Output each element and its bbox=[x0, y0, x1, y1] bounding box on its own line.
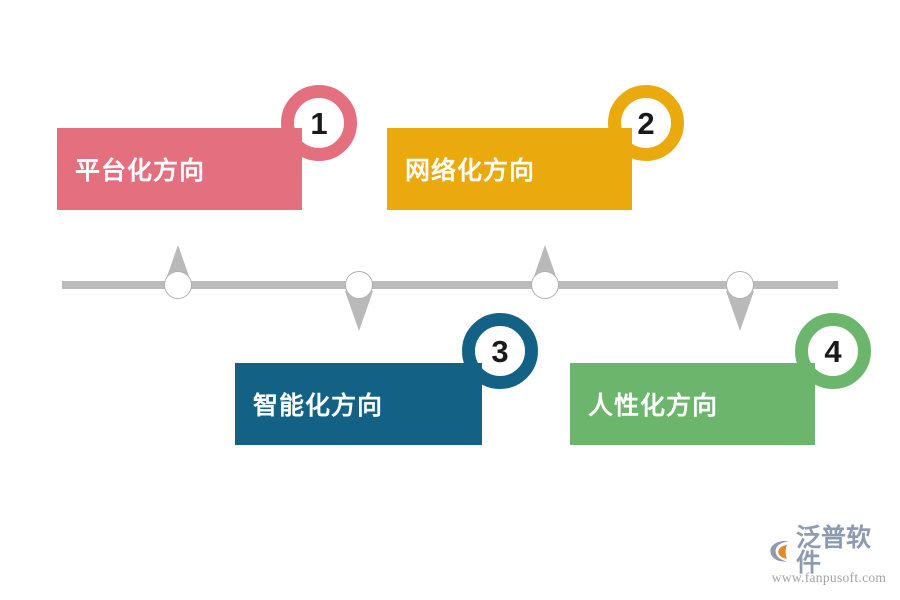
step-4-box[interactable]: 人性化方向 bbox=[570, 363, 815, 445]
brand-row: 泛普软件 bbox=[766, 526, 892, 576]
brand-url: www.fanpusoft.com bbox=[771, 570, 887, 585]
timeline-axis-line bbox=[62, 281, 838, 289]
timeline-node-3[interactable] bbox=[531, 271, 559, 299]
step-1-label: 平台化方向 bbox=[75, 157, 206, 185]
step-4-number: 4 bbox=[824, 333, 842, 369]
step-1-box[interactable]: 平台化方向 bbox=[57, 128, 302, 210]
timeline-node-2[interactable] bbox=[345, 271, 373, 299]
step-2-box[interactable]: 网络化方向 bbox=[387, 128, 632, 210]
step-4-label: 人性化方向 bbox=[588, 392, 719, 420]
step-3-box[interactable]: 智能化方向 bbox=[235, 363, 482, 445]
timeline-node-1[interactable] bbox=[164, 271, 192, 299]
step-1-number: 1 bbox=[310, 105, 328, 141]
step-2-number: 2 bbox=[637, 105, 655, 141]
fanpu-logo-icon bbox=[770, 540, 789, 562]
timeline-node-4[interactable] bbox=[726, 271, 754, 299]
step-2-label: 网络化方向 bbox=[405, 157, 536, 185]
brand-name: 泛普软件 bbox=[796, 524, 872, 577]
brand-watermark: 泛普软件 www.fanpusoft.com bbox=[766, 526, 892, 591]
step-3-number: 3 bbox=[491, 333, 509, 369]
step-3-label: 智能化方向 bbox=[253, 392, 384, 420]
